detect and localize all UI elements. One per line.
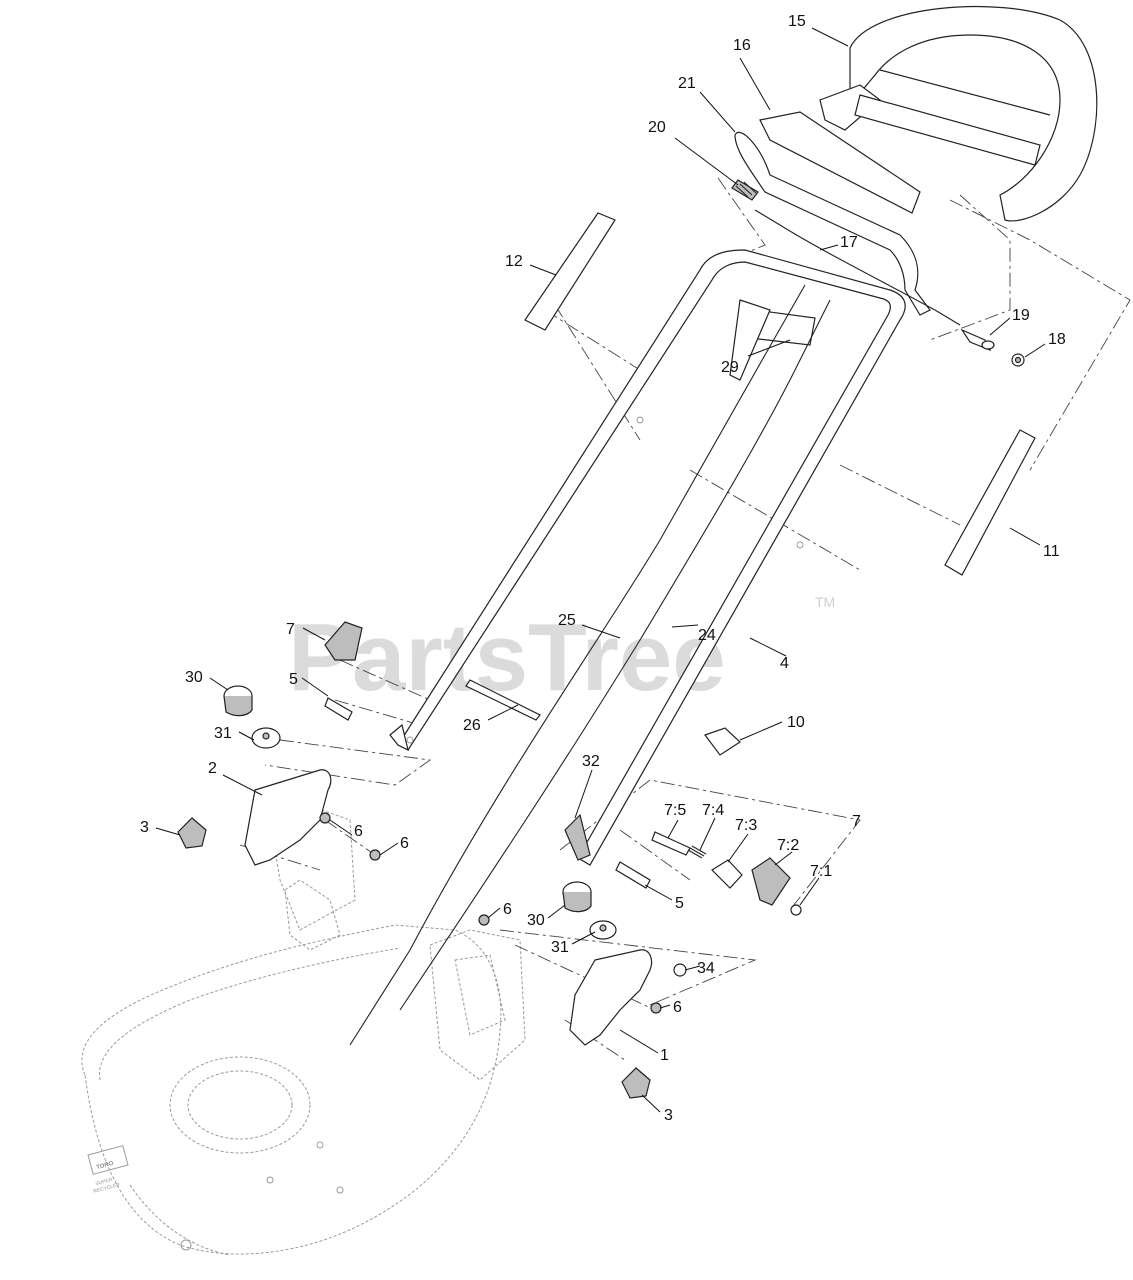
callout-7-3: 7:3: [735, 817, 757, 834]
part-6-nut: [650, 1002, 662, 1014]
callout-15: 15: [788, 13, 806, 30]
callout-7-4: 7:4: [702, 802, 724, 819]
callout-7-1: 7:1: [810, 863, 832, 880]
part-17-cable: [754, 209, 961, 326]
callout-3: 3: [140, 819, 149, 836]
callout-21: 21: [678, 75, 696, 92]
part-12-cable-guide: [524, 212, 616, 331]
part-3-knob-left: [177, 817, 207, 849]
part-20-spring: [731, 179, 759, 201]
callout-30: 30: [527, 912, 545, 929]
deck-badge-line1: SUPER: [95, 1177, 114, 1187]
cable-adjuster: [729, 299, 771, 381]
part-24-cable: [399, 299, 831, 1011]
part-31-bushing: [251, 727, 281, 749]
callout-16: 16: [733, 37, 751, 54]
callout-2: 2: [208, 760, 217, 777]
callout-17: 17: [840, 234, 858, 251]
callout-6: 6: [354, 823, 363, 840]
part-11-cable-guide: [944, 429, 1036, 576]
part-7-5-shaft: [651, 831, 691, 856]
part-6-nut: [369, 849, 381, 861]
leader-lines: [155, 27, 1046, 1113]
part-6-nut: [478, 914, 490, 926]
part-1-height-bracket: [569, 949, 653, 1046]
callout-34: 34: [697, 960, 715, 977]
callout-31: 31: [214, 725, 232, 742]
part-2-height-bracket: [244, 769, 332, 866]
callout-10: 10: [787, 714, 805, 731]
callout-5: 5: [289, 671, 298, 688]
part-4-lower-handle: [389, 249, 906, 866]
callout-5: 5: [675, 895, 684, 912]
callout-20: 20: [648, 119, 666, 136]
mower-deck: TORO SUPER RECYCLER: [81, 789, 526, 1256]
callout-25: 25: [558, 612, 576, 629]
callout-6: 6: [673, 999, 682, 1016]
callout-32: 32: [582, 753, 600, 770]
callout-1: 1: [660, 1047, 669, 1064]
part-26-rod: [465, 679, 541, 721]
part-7-2-knob: [751, 857, 791, 906]
callout-18: 18: [1048, 331, 1066, 348]
part-16-grip: [759, 111, 921, 214]
callout-6: 6: [503, 901, 512, 918]
callout-12: 12: [505, 253, 523, 270]
callout-30: 30: [185, 669, 203, 686]
part-31-bushing-right: [589, 920, 617, 940]
callout-26: 26: [463, 717, 481, 734]
part-19-sleeve: [960, 328, 995, 352]
part-34-washer: [673, 963, 687, 977]
part-18-washer: [1011, 353, 1025, 367]
watermark: PartsTree: [288, 604, 726, 711]
part-10-clamp: [704, 727, 741, 756]
callout-11: 11: [1043, 543, 1060, 560]
part-15-upper-handle: [819, 5, 1098, 222]
part-7-knob: [324, 621, 363, 661]
part-7-4-spring: [687, 845, 707, 859]
callout-6: 6: [400, 835, 409, 852]
callout-19: 19: [1012, 307, 1030, 324]
callout-7: 7: [852, 813, 861, 830]
part-7-3-housing: [711, 859, 743, 889]
callout-3: 3: [664, 1107, 673, 1124]
part-30-cap: [223, 685, 253, 717]
callout-labels: 15 16 21 20 12 17 19 18 29 11 7 30 5 25 …: [140, 13, 1066, 1124]
callout-7-2: 7:2: [777, 837, 799, 854]
callout-7-5: 7:5: [664, 802, 686, 819]
callout-31: 31: [551, 939, 569, 956]
deck-badge-brand: TORO: [96, 1161, 115, 1171]
callout-29: 29: [721, 359, 739, 376]
callout-24: 24: [698, 627, 716, 644]
part-7-1-button: [790, 904, 802, 916]
part-6-nut: [319, 812, 331, 824]
callout-7: 7: [286, 621, 295, 638]
part-30-cap-right: [562, 881, 592, 913]
part-32-lever: [564, 813, 591, 861]
part-25-cable: [349, 284, 806, 1046]
watermark-trademark: TM: [815, 594, 835, 610]
part-3-knob-right: [621, 1067, 651, 1099]
part-5-pin: [324, 697, 353, 721]
callout-4: 4: [780, 655, 789, 672]
part-5-pin-right: [615, 861, 651, 889]
